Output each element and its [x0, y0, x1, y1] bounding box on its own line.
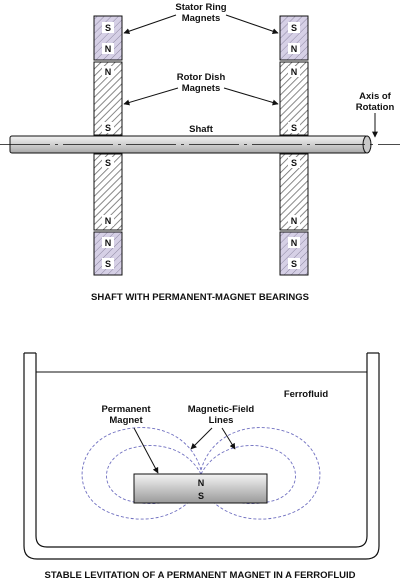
pole-letter: S: [291, 23, 297, 33]
permanent-magnet: [133, 473, 268, 504]
stator-ring-label-1: Stator Ring: [175, 2, 226, 13]
ferrofluid-diagram: N S Ferrofluid Permanent Magnet Magnetic…: [23, 352, 380, 581]
pole-letters: S N N S S N N S S N N S S N N S: [105, 23, 298, 269]
bottom-leader-lines: [133, 427, 236, 474]
top-labels: Stator Ring Magnets Rotor Dish Magnets A…: [175, 2, 394, 135]
pole-letter: S: [291, 123, 297, 133]
pole-letter: S: [105, 123, 111, 133]
pole-letter: N: [105, 44, 112, 54]
field-line: [81, 427, 202, 520]
rotor-dish-label-2: Magnets: [182, 83, 221, 94]
axis-label-2: Rotation: [356, 102, 395, 113]
bottom-labels: Ferrofluid Permanent Magnet Magnetic-Fie…: [101, 389, 328, 426]
magnet-pole-n: N: [198, 478, 205, 488]
permanent-magnet-label-2: Magnet: [109, 415, 143, 426]
leader-lines: [123, 14, 378, 138]
pole-letter: N: [105, 67, 112, 77]
shaft-label: Shaft: [189, 124, 214, 135]
ferrofluid-label: Ferrofluid: [284, 389, 329, 400]
pole-letter: S: [105, 259, 111, 269]
magnet-pole-letters: N S: [198, 478, 205, 501]
pole-letter: S: [291, 259, 297, 269]
magnet-pole-s: S: [198, 491, 204, 501]
field-line: [200, 427, 321, 520]
pole-letter: S: [105, 23, 111, 33]
container-inner-wall: [35, 353, 368, 548]
pole-label-backgrounds: [102, 22, 300, 269]
bottom-caption: STABLE LEVITATION OF A PERMANENT MAGNET …: [44, 570, 355, 581]
field-lines-label-2: Lines: [209, 415, 234, 426]
pole-letter: N: [105, 238, 112, 248]
container-outer-wall: [23, 353, 380, 560]
pole-letter: N: [105, 216, 112, 226]
stator-ring-label-2: Magnets: [182, 13, 221, 24]
pole-letter: N: [291, 44, 298, 54]
permanent-magnet-label-1: Permanent: [101, 404, 151, 415]
pole-letter: S: [105, 158, 111, 168]
axis-label-1: Axis of: [359, 91, 392, 102]
pole-letter: S: [291, 158, 297, 168]
top-caption: SHAFT WITH PERMANENT-MAGNET BEARINGS: [91, 292, 309, 303]
pole-letter: N: [291, 216, 298, 226]
field-lines-label-1: Magnetic-Field: [188, 404, 255, 415]
pole-letter: N: [291, 67, 298, 77]
pole-letter: N: [291, 238, 298, 248]
shaft-bearing-diagram: S N N S S N N S S N N S S N N S Stator R…: [0, 2, 400, 303]
magnetic-field-lines: [81, 427, 321, 520]
rotor-dish-label-1: Rotor Dish: [177, 72, 226, 83]
